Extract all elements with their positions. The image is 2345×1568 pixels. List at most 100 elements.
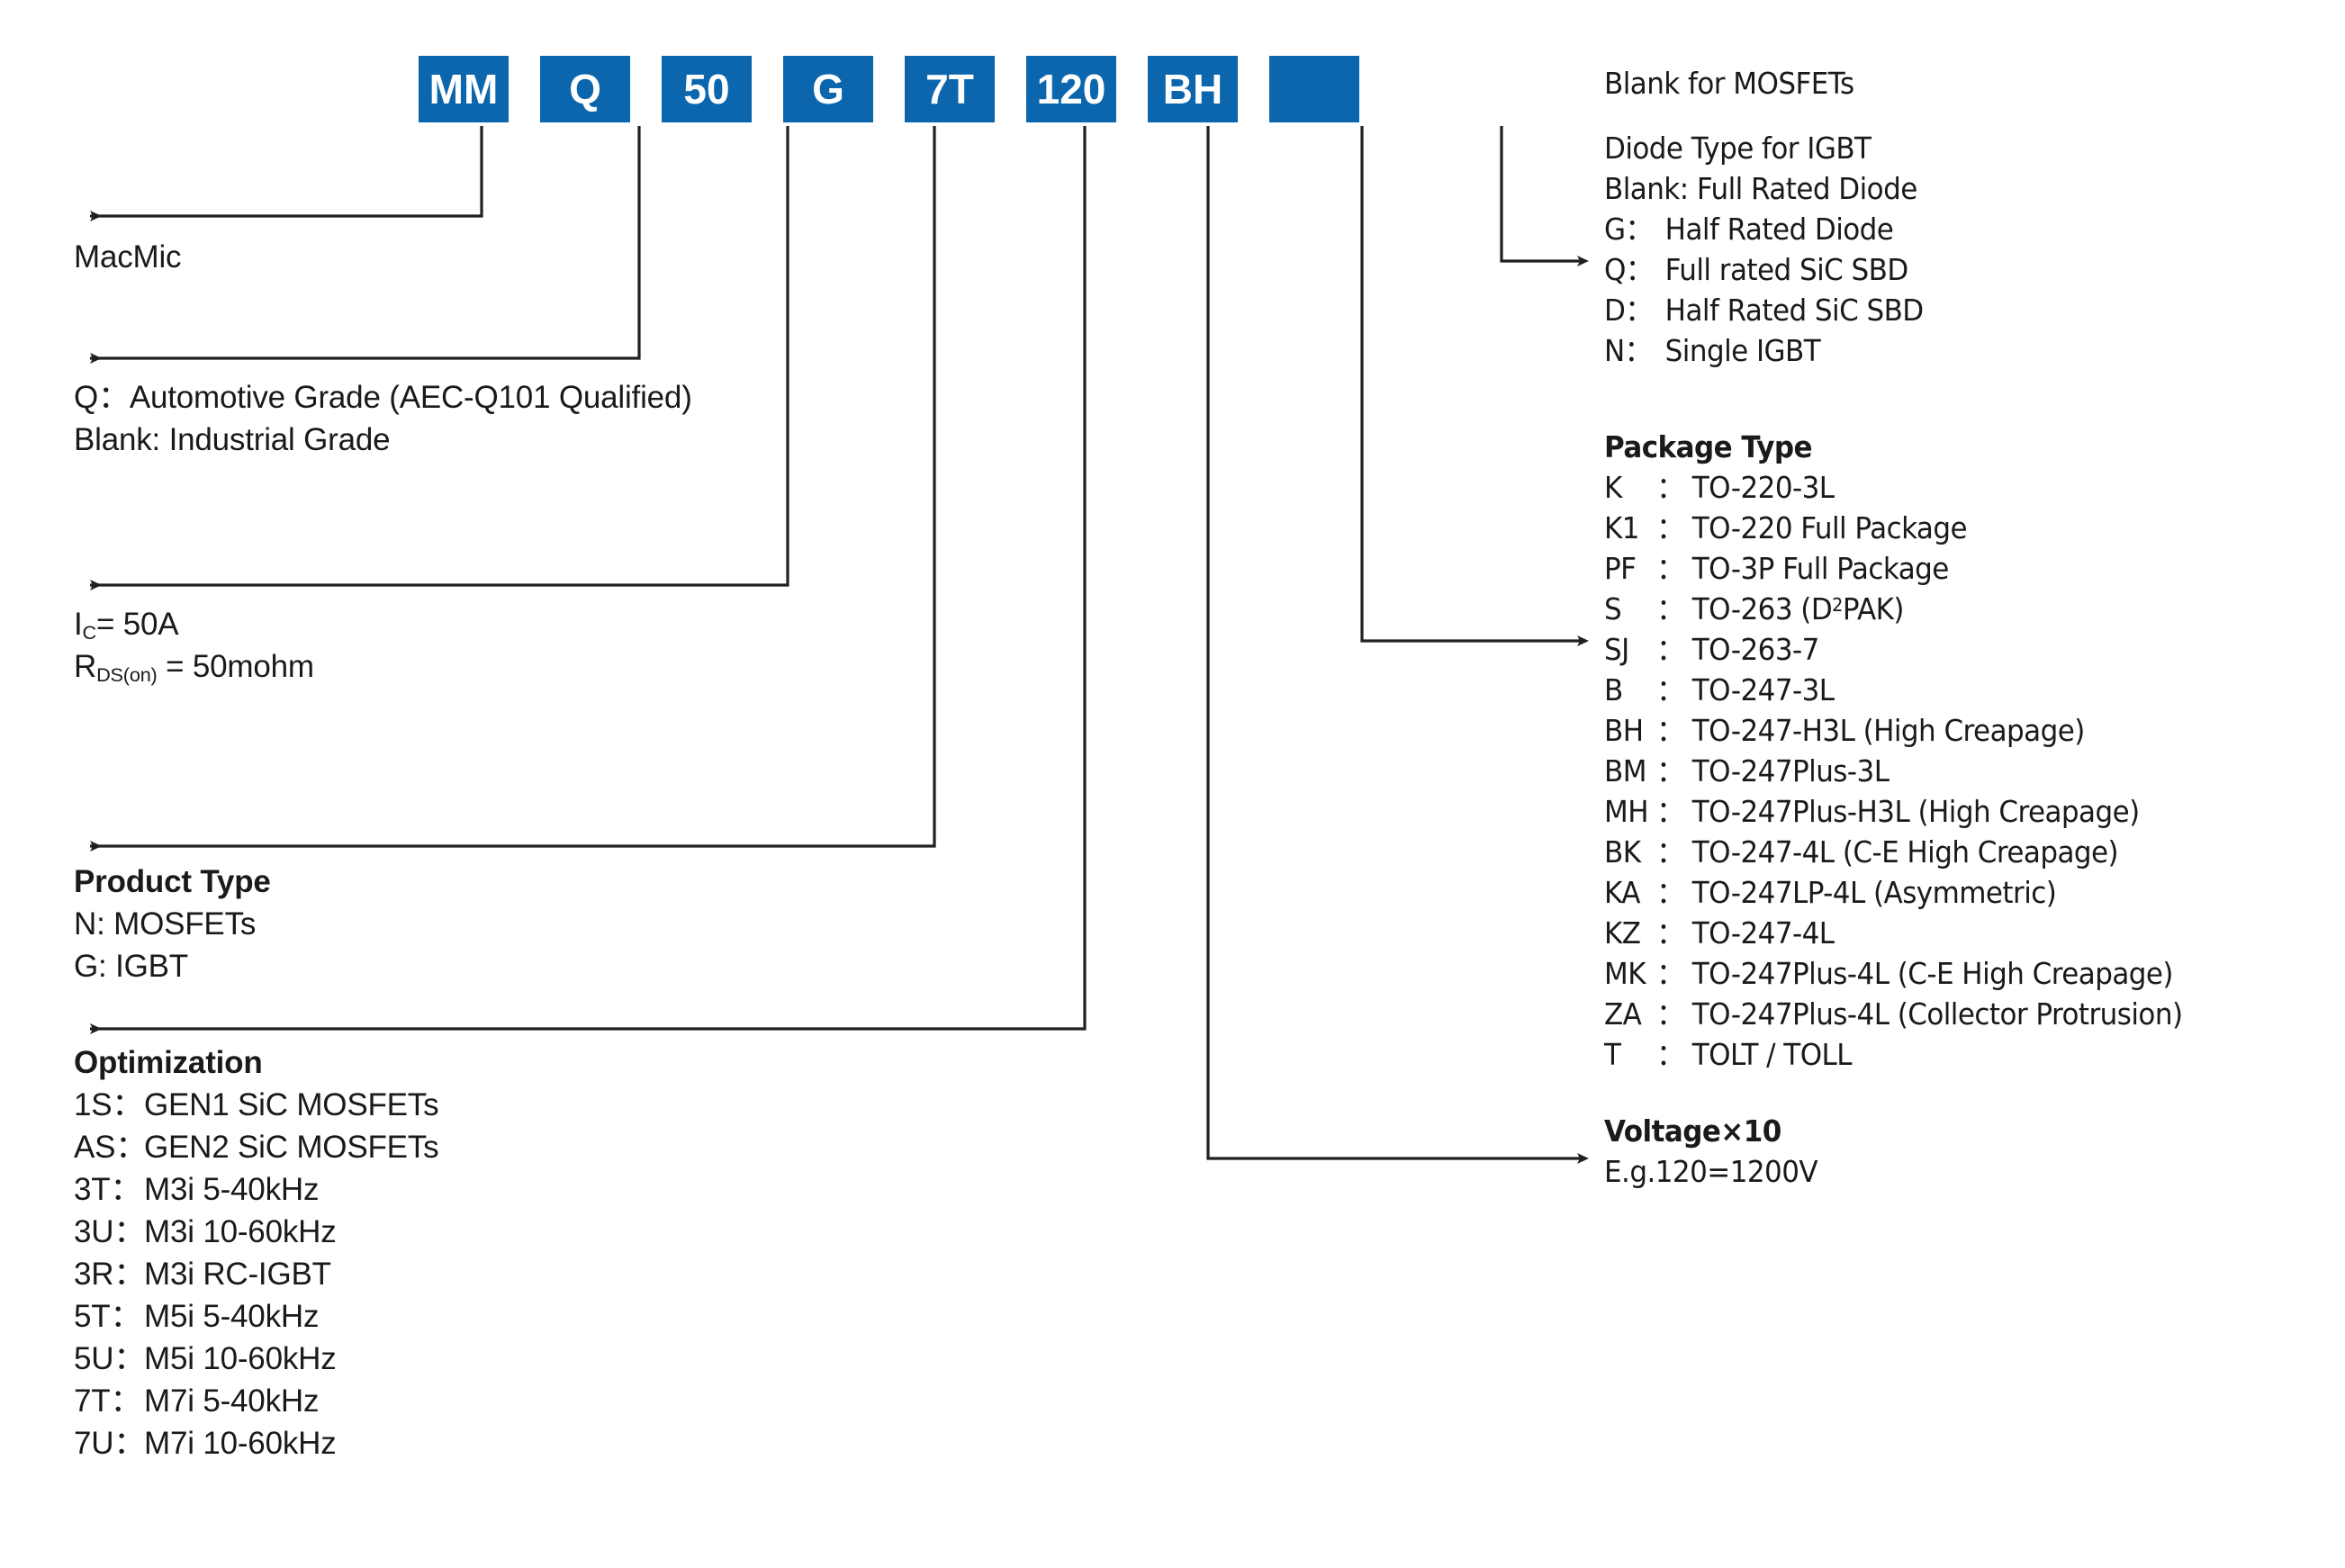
annotation-grade: Q：Automotive Grade (AEC-Q101 Qualified) …: [74, 382, 692, 466]
package-type-code: KZ: [1604, 915, 1641, 951]
code-box-voltage[interactable]: 120: [1026, 56, 1116, 122]
package-type-item: MK ： TO-247Plus-4L (C-E High Creapage): [1604, 959, 2182, 988]
optimization-code: 3T：: [74, 1172, 142, 1207]
code-box-package[interactable]: BH: [1148, 56, 1238, 122]
package-type-desc: TO-247Plus-3L: [1691, 753, 1890, 789]
blank-for-mosfets-text: Blank for MOSFETs: [1604, 66, 1854, 101]
package-type-item: B ： TO-247-3L: [1604, 675, 2182, 705]
annotation-package-type: Package Type K ： TO-220-3L K1 ： TO-220 F…: [1604, 432, 2220, 1080]
optimization-item: 3R： M3i RC-IGBT: [74, 1258, 438, 1290]
package-type-desc: TO-247Plus-4L (Collector Protrusion): [1691, 996, 2183, 1032]
optimization-desc: GEN1 SiC MOSFETs: [144, 1087, 439, 1122]
rating-ic: IC= 50A: [74, 607, 314, 642]
package-type-desc: TO-247-4L: [1691, 915, 1835, 951]
annotation-voltage: Voltage×10 E.g.120=1200V: [1604, 1116, 1831, 1197]
diode-type-code: G：: [1604, 212, 1653, 247]
package-type-code: K: [1604, 470, 1622, 505]
package-type-code: SJ: [1604, 632, 1629, 667]
package-type-code: T: [1604, 1037, 1621, 1072]
package-type-code: ZA: [1604, 996, 1642, 1032]
leader-voltage: [1206, 126, 1589, 1164]
package-type-desc: TO-247-4L (C-E High Creapage): [1691, 834, 2119, 870]
package-type-desc: TO-247Plus-H3L (High Creapage): [1691, 794, 2140, 829]
rating-rdson-symbol: R: [74, 649, 97, 684]
package-type-colon: ：: [1656, 470, 1684, 505]
leader-current: [90, 126, 789, 590]
diode-type-desc: Half Rated Diode: [1664, 212, 1894, 247]
code-box-optimization[interactable]: 7T: [905, 56, 995, 122]
optimization-item: AS： GEN2 SiC MOSFETs: [74, 1130, 439, 1165]
package-type-colon: ：: [1656, 551, 1684, 586]
package-type-item: T ： TOLT / TOLL: [1604, 1040, 2182, 1069]
code-box-current[interactable]: 50: [662, 56, 752, 122]
voltage-heading: Voltage×10: [1604, 1113, 1781, 1149]
optimization-code: 3U：: [74, 1214, 146, 1249]
package-type-item: KA ： TO-247LP-4L (Asymmetric): [1604, 878, 2182, 907]
package-type-colon: ：: [1656, 875, 1684, 910]
annotation-diode-type: Diode Type for IGBT Blank: Full Rated Di…: [1604, 133, 1944, 376]
code-box-diode-type[interactable]: [1269, 56, 1359, 122]
package-type-desc: TOLT / TOLL: [1691, 1037, 1853, 1072]
diode-type-desc: Single IGBT: [1664, 333, 1821, 368]
optimization-item: 7U： M7i 10-60kHz: [74, 1428, 438, 1459]
package-type-item: BM ： TO-247Plus-3L: [1604, 756, 2182, 786]
product-type-item-n: N: MOSFETs: [74, 906, 257, 942]
diode-type-item: N： Single IGBT: [1604, 336, 1924, 365]
optimization-desc: GEN2 SiC MOSFETs: [144, 1130, 439, 1165]
product-type-item-g: G: IGBT: [74, 949, 188, 984]
code-box-prefix[interactable]: MM: [419, 56, 509, 122]
annotation-blank-note: Blank for MOSFETs: [1604, 68, 1870, 109]
annotation-optimization: Optimization 1S： GEN1 SiC MOSFETs AS： GE…: [74, 1047, 439, 1470]
package-type-desc: TO-220-3L: [1691, 470, 1835, 505]
optimization-desc: M3i 5-40kHz: [144, 1172, 320, 1207]
optimization-item: 1S： GEN1 SiC MOSFETs: [74, 1087, 439, 1122]
package-type-colon: ：: [1656, 672, 1684, 707]
package-type-colon: ：: [1656, 591, 1684, 626]
package-type-desc-pre: TO-263 (D: [1691, 591, 1833, 626]
package-type-desc: TO-247-H3L (High Creapage): [1691, 713, 2086, 748]
optimization-desc: M7i 10-60kHz: [144, 1426, 337, 1461]
leader-prefix: [90, 126, 483, 221]
package-type-colon: ：: [1656, 794, 1684, 829]
code-box-grade[interactable]: Q: [540, 56, 630, 122]
product-type-heading: Product Type: [74, 864, 271, 899]
package-type-code: KA: [1604, 875, 1640, 910]
package-type-desc: TO-247-3L: [1691, 672, 1835, 707]
rating-rdson-value: = 50mohm: [157, 649, 314, 684]
optimization-item: 5T： M5i 5-40kHz: [74, 1301, 438, 1332]
package-type-desc: TO-263 (D2PAK): [1691, 591, 1905, 626]
annotation-prefix: MacMic: [74, 241, 182, 284]
diode-type-item: D： Half Rated SiC SBD: [1604, 295, 1924, 325]
package-type-item: BK ： TO-247-4L (C-E High Creapage): [1604, 837, 2182, 867]
package-type-desc: TO-220 Full Package: [1691, 510, 1968, 545]
code-box-product-type[interactable]: G: [783, 56, 873, 122]
package-type-colon: ：: [1656, 632, 1684, 667]
optimization-code: 5U：: [74, 1341, 146, 1376]
leader-product-type: [90, 126, 936, 852]
package-type-code: PF: [1604, 551, 1637, 586]
package-type-desc-post: PAK): [1842, 591, 1905, 626]
voltage-example: E.g.120=1200V: [1604, 1154, 1818, 1189]
optimization-desc: M3i RC-IGBT: [144, 1257, 331, 1292]
optimization-item: 7T： M7i 5-40kHz: [74, 1385, 438, 1417]
package-type-code: K1: [1604, 510, 1640, 545]
annotation-product-type: Product Type N: MOSFETs G: IGBT: [74, 866, 271, 993]
package-type-desc: TO-263-7: [1691, 632, 1820, 667]
package-type-colon: ：: [1656, 753, 1684, 789]
optimization-desc: M5i 5-40kHz: [144, 1299, 320, 1334]
package-type-colon: ：: [1656, 915, 1684, 951]
package-type-desc: TO-247Plus-4L (C-E High Creapage): [1691, 956, 2174, 991]
package-type-code: S: [1604, 591, 1622, 626]
package-type-item: MH ： TO-247Plus-H3L (High Creapage): [1604, 797, 2182, 826]
package-type-colon: ：: [1656, 956, 1684, 991]
optimization-desc: M3i 10-60kHz: [144, 1214, 337, 1249]
optimization-code: 1S：: [74, 1087, 144, 1122]
package-type-item: BH ： TO-247-H3L (High Creapage): [1604, 716, 2182, 745]
optimization-code: 3R：: [74, 1257, 146, 1292]
optimization-item: 3U： M3i 10-60kHz: [74, 1216, 438, 1248]
package-type-colon: ：: [1656, 713, 1684, 748]
optimization-item: 3T： M3i 5-40kHz: [74, 1174, 438, 1205]
rating-rdson-subscript: DS(on): [96, 662, 158, 686]
rating-ic-symbol: I: [74, 607, 83, 642]
optimization-desc: M5i 10-60kHz: [144, 1341, 337, 1376]
